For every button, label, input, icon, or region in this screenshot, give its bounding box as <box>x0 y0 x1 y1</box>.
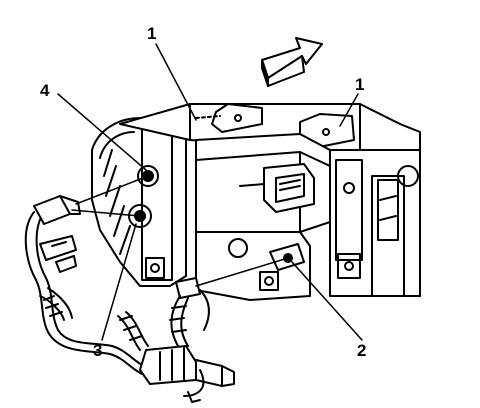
right-frame-structure <box>329 149 421 297</box>
leader-lines <box>57 43 363 341</box>
callout-label-3: 3 <box>93 341 103 360</box>
wiring-harness <box>24 195 235 403</box>
callout-label-1-top: 1 <box>147 24 157 43</box>
sensing-diagnostic-module <box>195 133 331 301</box>
left-mounting-bracket <box>91 117 187 287</box>
callout-label-1-right: 1 <box>355 75 365 94</box>
direction-arrow-icon <box>261 37 323 87</box>
callout-label-4: 4 <box>40 81 50 100</box>
routing-lines <box>71 175 289 287</box>
callout-label-2: 2 <box>357 341 367 360</box>
